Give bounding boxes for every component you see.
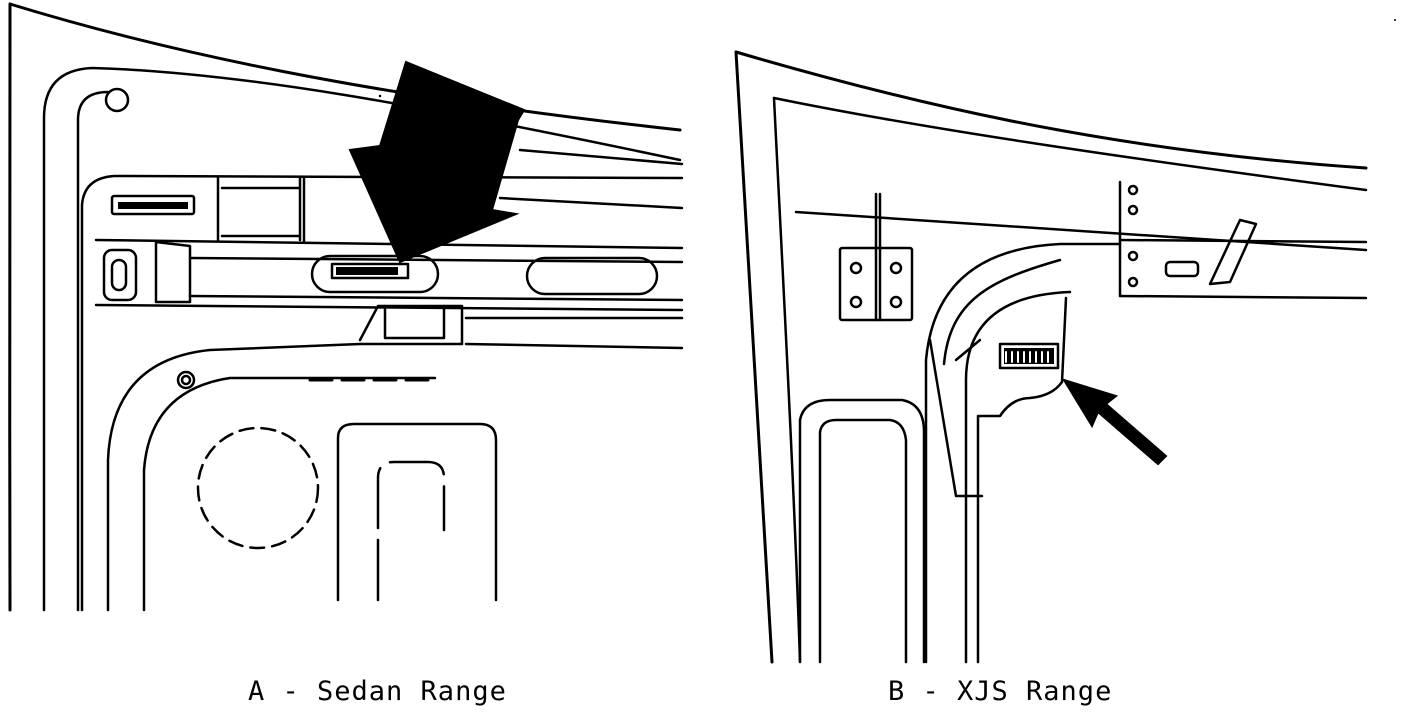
xjs-vin-bracket [976, 296, 1068, 664]
panel-a-caption: A - Sedan Range [248, 676, 507, 707]
sedan-outer-panel-edge [8, 2, 12, 612]
sedan-inner-panel-inner [76, 90, 110, 612]
sedan-lower-frame [106, 342, 362, 612]
sedan-cross-member [80, 174, 684, 612]
sedan-mounting-hole [104, 87, 130, 113]
panel-b-xjs-engine-bay [734, 50, 1368, 664]
xjs-inner-corner [924, 242, 1122, 664]
sedan-oval-slot-right [525, 256, 659, 296]
sedan-dashed-circle [196, 426, 320, 550]
xjs-pointer-arrow [1061, 378, 1168, 466]
panel-b-caption: B - XJS Range [888, 676, 1113, 707]
sedan-top-edge [8, 2, 682, 132]
sedan-small-label [110, 194, 196, 216]
sedan-vin-plate-slot [310, 254, 440, 294]
xjs-outer-edge [734, 50, 1368, 170]
sedan-pointer-arrow [348, 60, 526, 264]
panel-a-sedan-engine-bay [8, 2, 684, 612]
